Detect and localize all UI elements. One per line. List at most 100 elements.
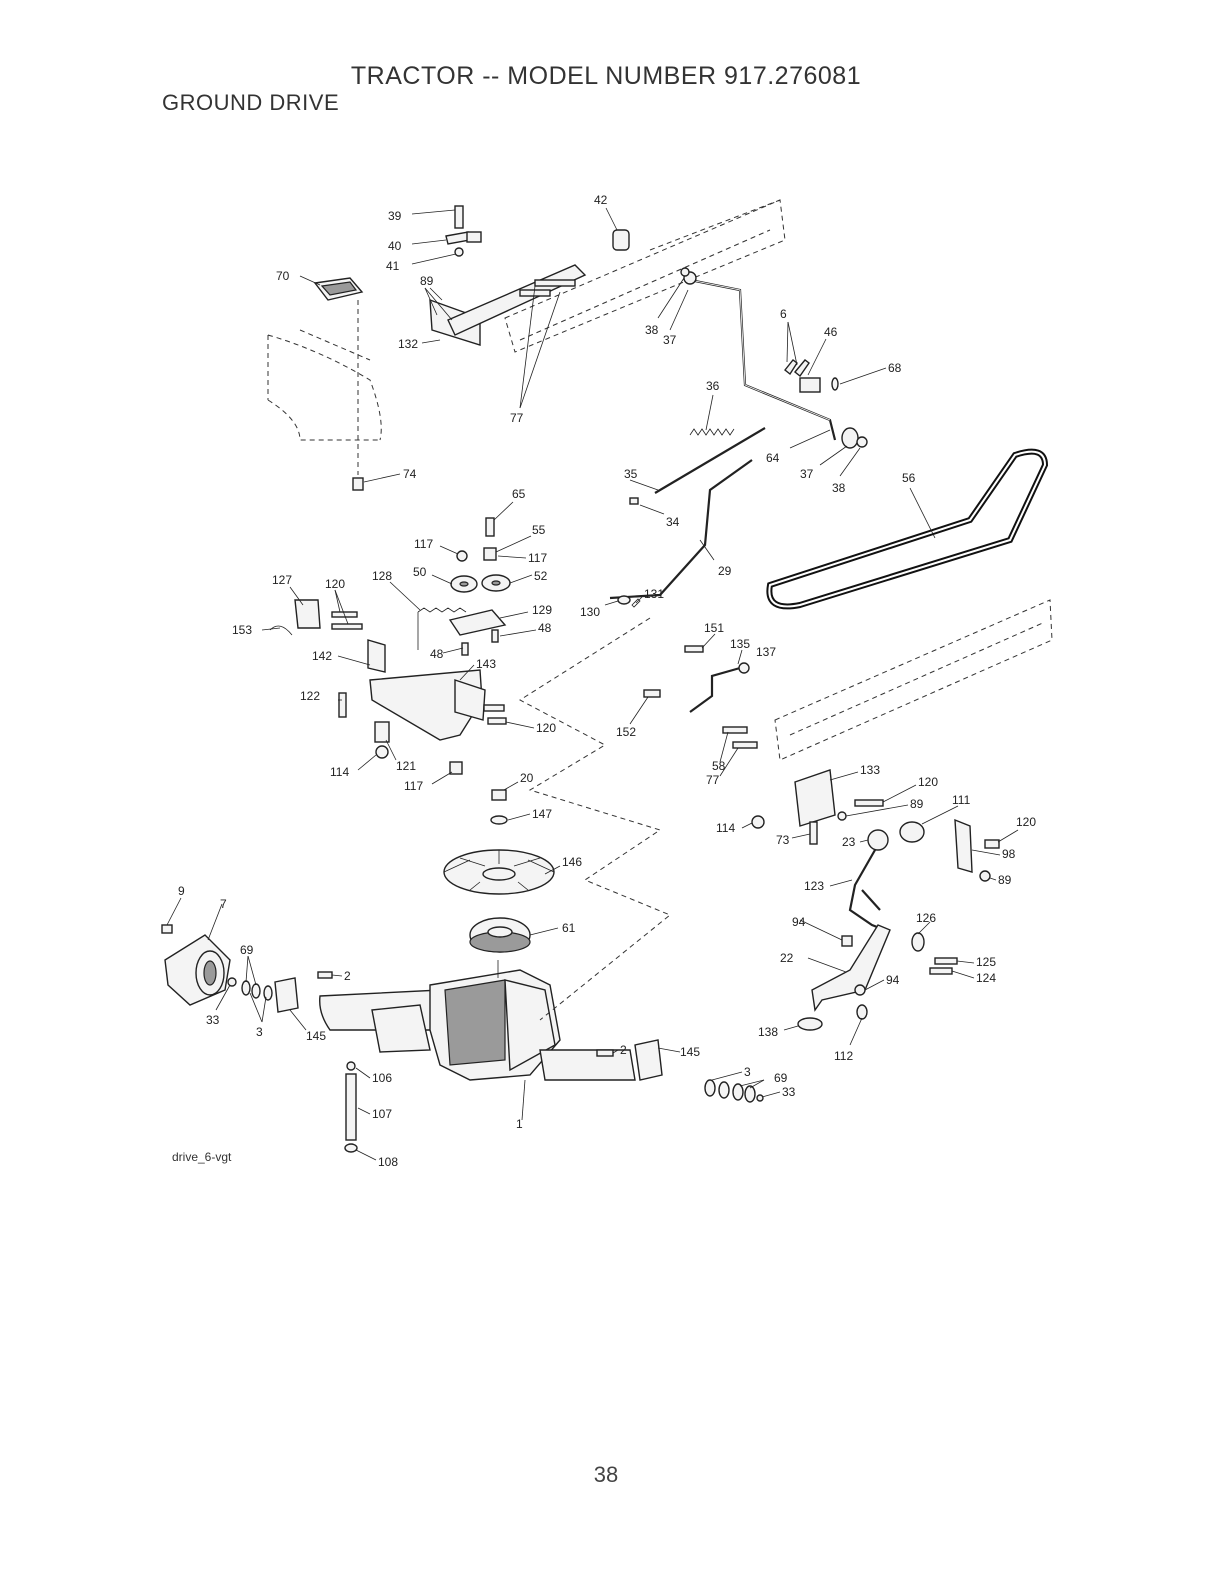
callout-129: 129 bbox=[532, 603, 552, 617]
transaxle bbox=[319, 960, 636, 1081]
callout-114: 114 bbox=[330, 765, 349, 779]
callout-120-c: 120 bbox=[918, 775, 938, 789]
callout-61: 61 bbox=[562, 921, 576, 935]
callout-94-b: 94 bbox=[886, 973, 900, 987]
wheel-hardware-right bbox=[596, 1039, 764, 1103]
pedal-rod bbox=[680, 267, 837, 441]
bolt-stack bbox=[445, 205, 482, 257]
callout-68: 68 bbox=[888, 361, 902, 375]
callout-74: 74 bbox=[403, 467, 417, 481]
callout-107: 107 bbox=[372, 1107, 392, 1121]
bushing-plate bbox=[899, 818, 1000, 882]
callout-112: 112 bbox=[834, 1049, 853, 1063]
callout-77: 77 bbox=[510, 411, 524, 425]
callout-64: 64 bbox=[766, 451, 780, 465]
filler-tube bbox=[344, 1061, 358, 1153]
callout-120: 120 bbox=[325, 577, 345, 591]
callout-138: 138 bbox=[758, 1025, 778, 1039]
idler-pulley-assembly bbox=[448, 517, 511, 656]
leader-lines bbox=[166, 207, 1019, 1161]
callout-34: 34 bbox=[666, 515, 680, 529]
callout-2: 2 bbox=[344, 969, 351, 983]
upper-frame-rail bbox=[504, 199, 786, 353]
callout-126: 126 bbox=[916, 911, 936, 925]
callout-22: 22 bbox=[780, 951, 794, 965]
shift-linkage bbox=[643, 645, 750, 713]
spacer bbox=[612, 229, 630, 251]
callout-labels: 39 40 41 42 70 89 132 77 38 37 6 46 68 3… bbox=[178, 193, 1036, 1169]
routing-lines bbox=[519, 617, 671, 1021]
callout-145: 145 bbox=[306, 1029, 326, 1043]
mounting-bracket bbox=[722, 726, 884, 845]
callout-121: 121 bbox=[396, 759, 416, 773]
callout-89-b: 89 bbox=[910, 797, 924, 811]
callout-143: 143 bbox=[476, 657, 496, 671]
callout-52: 52 bbox=[534, 569, 548, 583]
callout-48-b: 48 bbox=[430, 647, 444, 661]
callout-77-b: 77 bbox=[706, 773, 720, 787]
callout-38-lower: 38 bbox=[832, 481, 846, 495]
callout-9: 9 bbox=[178, 884, 185, 898]
fender-outline bbox=[267, 300, 382, 475]
callout-132: 132 bbox=[398, 337, 418, 351]
callout-50: 50 bbox=[413, 565, 427, 579]
lower-frame-rail bbox=[774, 599, 1053, 761]
callout-29: 29 bbox=[718, 564, 732, 578]
callout-3-b: 3 bbox=[744, 1065, 751, 1079]
callout-146: 146 bbox=[562, 855, 582, 869]
callout-33: 33 bbox=[206, 1013, 220, 1027]
control-rods bbox=[609, 427, 766, 600]
callout-38: 38 bbox=[645, 323, 659, 337]
fan-pulley-stack bbox=[443, 789, 555, 953]
section-title: GROUND DRIVE bbox=[162, 90, 340, 115]
callout-124: 124 bbox=[976, 971, 996, 985]
callout-1: 1 bbox=[516, 1117, 523, 1131]
callout-56: 56 bbox=[902, 471, 916, 485]
idler-bracket bbox=[367, 639, 507, 741]
callout-89-c: 89 bbox=[998, 873, 1012, 887]
callout-117-c: 117 bbox=[404, 779, 423, 793]
callout-125: 125 bbox=[976, 955, 996, 969]
pin-assembly bbox=[784, 359, 839, 393]
callout-147: 147 bbox=[532, 807, 552, 821]
callout-106: 106 bbox=[372, 1071, 392, 1085]
callout-131: 131 bbox=[644, 587, 664, 601]
callout-98: 98 bbox=[1002, 847, 1016, 861]
callout-46: 46 bbox=[824, 325, 838, 339]
callout-142: 142 bbox=[312, 649, 332, 663]
callout-117: 117 bbox=[414, 537, 433, 551]
washers-lower bbox=[841, 427, 868, 449]
callout-135: 135 bbox=[730, 637, 750, 651]
pedal-bracket bbox=[429, 264, 587, 346]
callout-36: 36 bbox=[706, 379, 720, 393]
callout-41: 41 bbox=[386, 259, 400, 273]
callout-65: 65 bbox=[512, 487, 526, 501]
diagram-reference-id: drive_6-vgt bbox=[172, 1150, 232, 1164]
callout-153: 153 bbox=[232, 623, 252, 637]
cooling-fan bbox=[443, 849, 555, 895]
callout-73: 73 bbox=[776, 833, 790, 847]
callout-48: 48 bbox=[538, 621, 552, 635]
clevis-assembly bbox=[269, 599, 363, 636]
callout-133: 133 bbox=[860, 763, 880, 777]
callout-2-b: 2 bbox=[620, 1043, 627, 1057]
callout-137: 137 bbox=[756, 645, 776, 659]
callout-23: 23 bbox=[842, 835, 856, 849]
callout-127: 127 bbox=[272, 573, 292, 587]
callout-111: 111 bbox=[952, 793, 971, 807]
callout-6: 6 bbox=[780, 307, 787, 321]
callout-114-b: 114 bbox=[716, 821, 735, 835]
callout-55: 55 bbox=[532, 523, 546, 537]
callout-120-d: 120 bbox=[1016, 815, 1036, 829]
nut-74 bbox=[352, 477, 364, 491]
callout-40: 40 bbox=[388, 239, 402, 253]
callout-120-b: 120 bbox=[536, 721, 556, 735]
page-title: TRACTOR -- MODEL NUMBER 917.276081 bbox=[350, 62, 862, 90]
wheel-hub-left bbox=[161, 924, 333, 1013]
callout-123: 123 bbox=[804, 879, 824, 893]
spring-upper bbox=[689, 428, 735, 436]
pedal-pad bbox=[313, 277, 364, 301]
callout-94: 94 bbox=[792, 915, 806, 929]
callout-130: 130 bbox=[580, 605, 600, 619]
